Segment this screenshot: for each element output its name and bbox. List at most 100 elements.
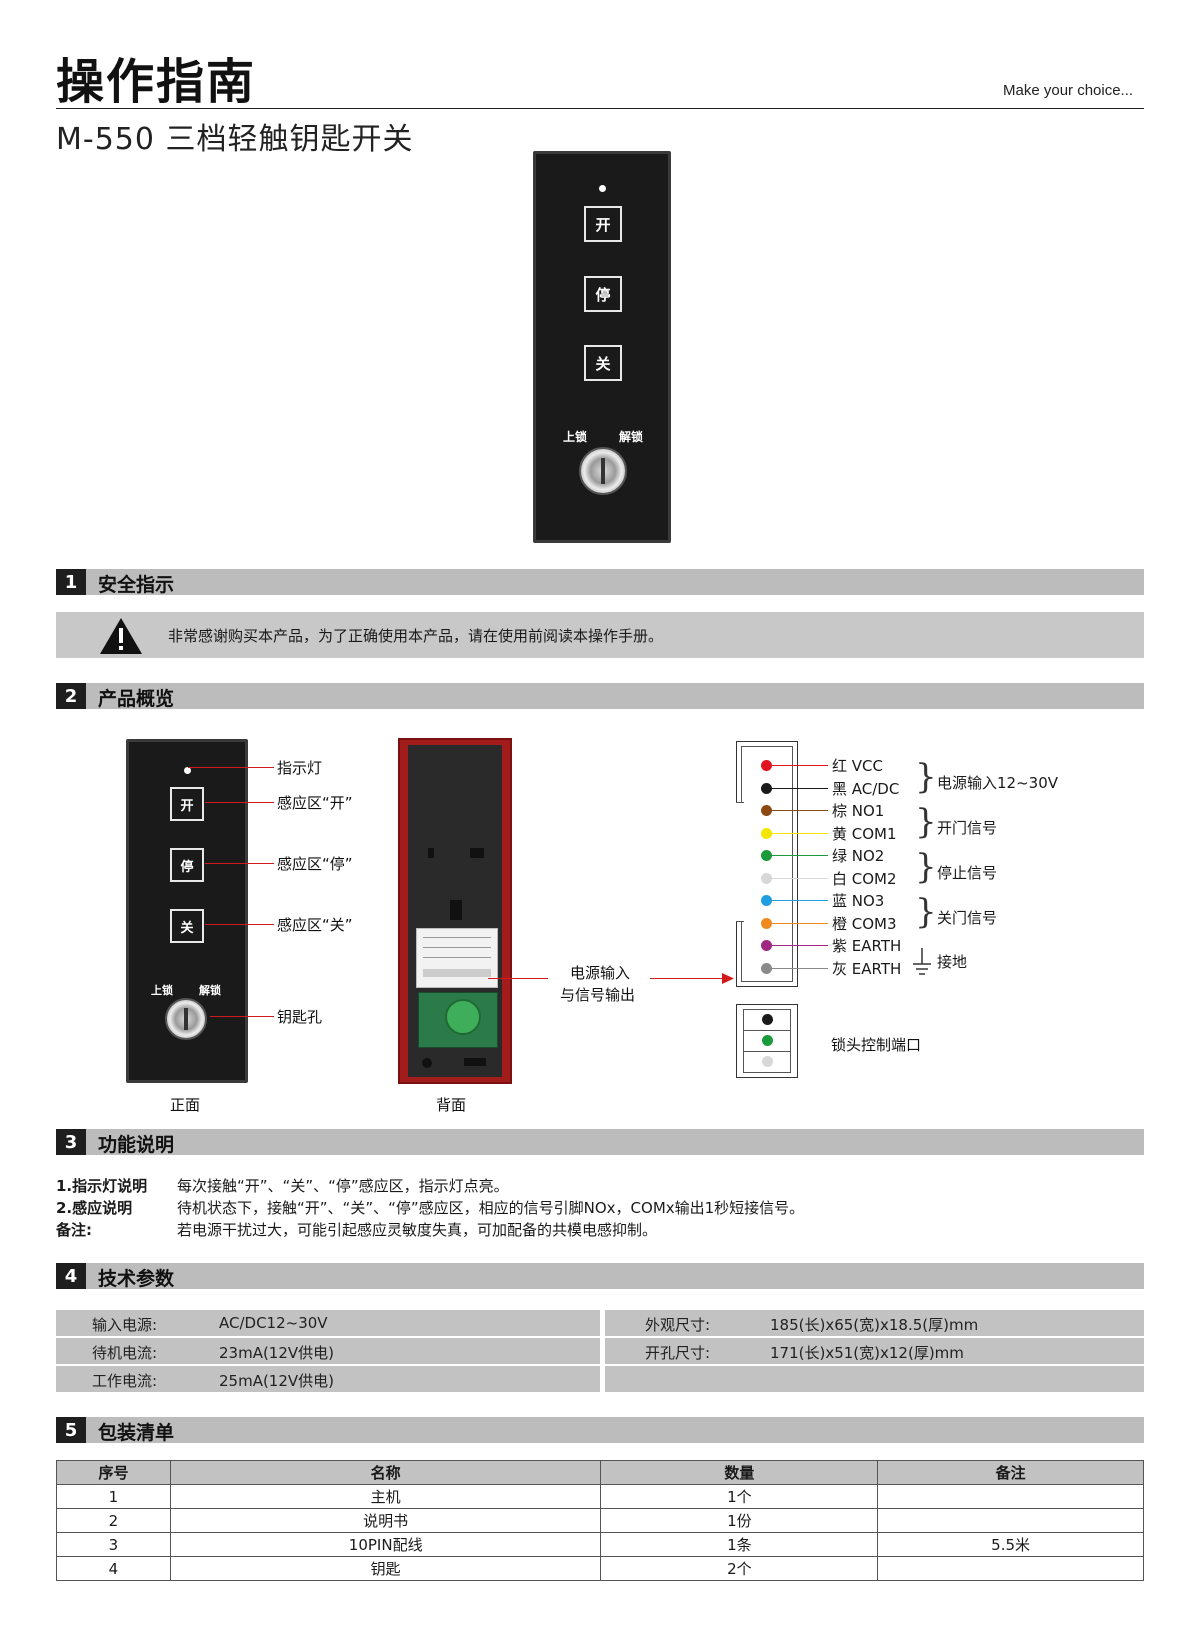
group-power: 电源输入12~30V <box>937 774 1059 792</box>
wire-pin-dot <box>761 895 772 906</box>
spec-row: 待机电流: 23mA(12V供电) 开孔尺寸: 171(长)x51(宽)x12(… <box>56 1338 1144 1364</box>
mount-slot <box>450 900 462 920</box>
table-cell: 1 <box>56 1484 171 1509</box>
brace-power: } <box>915 757 937 797</box>
lock-pin-3 <box>762 1056 773 1067</box>
wire-pin-dot <box>761 963 772 974</box>
function-value-3: 若电源干扰过大，可能引起感应灵敏度失真，可加配备的共模电感抑制。 <box>177 1221 658 1239</box>
indicator-light <box>599 185 606 192</box>
touch-zone-stop-label: 停 <box>180 859 194 875</box>
touch-zone-stop: 停 <box>584 276 622 312</box>
table-cell <box>877 1556 1144 1581</box>
brace-open: } <box>915 802 937 842</box>
callout-line <box>205 924 274 925</box>
callout-line <box>188 767 274 768</box>
touch-zone-open-label: 开 <box>595 215 611 234</box>
table-cell: 主机 <box>169 1484 602 1509</box>
wire-line <box>772 945 828 946</box>
wire-line <box>772 788 828 789</box>
spec-row: 工作电流: 25mA(12V供电) <box>56 1366 1144 1392</box>
safety-notice: 非常感谢购买本产品，为了正确使用本产品，请在使用前阅读本操作手册。 <box>56 612 1144 658</box>
group-stop: 停止信号 <box>937 864 998 882</box>
group-close: 关门信号 <box>937 909 998 927</box>
safety-text: 非常感谢购买本产品，为了正确使用本产品，请在使用前阅读本操作手册。 <box>168 627 664 645</box>
unlock-label: 解锁 <box>199 984 221 997</box>
section-title: 包装清单 <box>98 1422 175 1444</box>
table-cell: 3 <box>56 1532 171 1557</box>
column-header: 数量 <box>600 1460 879 1485</box>
unlock-label: 解锁 <box>619 430 644 444</box>
section-header-specs: 4 技术参数 <box>56 1263 1144 1290</box>
column-header: 序号 <box>56 1460 171 1485</box>
keyhole-icon <box>165 998 207 1040</box>
mount-slot <box>464 1058 486 1066</box>
front-panel-image: 开 停 关 上锁 解锁 <box>126 739 248 1083</box>
tagline: Make your choice... <box>1003 82 1134 99</box>
spec-value: 23mA(12V供电) <box>219 1344 335 1362</box>
mount-hole <box>422 1058 432 1068</box>
wire-label: 白 COM2 <box>832 870 897 888</box>
table-row: 1 主机 1个 <box>56 1484 1144 1509</box>
table-cell: 1份 <box>600 1508 879 1533</box>
wire-pin-dot <box>761 783 772 794</box>
wire-label: 橙 COM3 <box>832 915 897 933</box>
wire-label: 棕 NO1 <box>832 802 885 820</box>
table-cell: 2个 <box>600 1556 879 1581</box>
wire-line <box>772 968 828 969</box>
spec-label: 外观尺寸: <box>645 1316 711 1334</box>
section-header-packing: 5 包装清单 <box>56 1417 1144 1444</box>
function-key-1: 1.指示灯说明 <box>56 1177 148 1195</box>
section-header-functions: 3 功能说明 <box>56 1129 1144 1156</box>
wire-line <box>772 765 828 766</box>
spec-value: 171(长)x51(宽)x12(厚)mm <box>770 1344 964 1362</box>
table-row: 2 说明书 1份 <box>56 1508 1144 1533</box>
table-cell: 1条 <box>600 1532 879 1557</box>
callout-indicator: 指示灯 <box>277 759 323 777</box>
wire-line <box>772 855 828 856</box>
table-header-row: 序号 名称 数量 备注 <box>56 1460 1144 1485</box>
spec-label: 输入电源: <box>92 1316 158 1334</box>
warning-icon <box>100 618 142 654</box>
arrow-right-icon <box>722 973 734 984</box>
touch-zone-stop: 停 <box>170 848 204 882</box>
touch-zone-close: 关 <box>170 909 204 943</box>
function-key-3: 备注: <box>56 1221 92 1239</box>
spec-value: 25mA(12V供电) <box>219 1372 335 1390</box>
indicator-light <box>184 767 191 774</box>
back-panel-image <box>398 738 512 1084</box>
wire-line <box>772 833 828 834</box>
table-cell: 10PIN配线 <box>169 1532 602 1557</box>
column-header: 名称 <box>169 1460 602 1485</box>
function-key-2: 2.感应说明 <box>56 1199 133 1217</box>
spec-label: 待机电流: <box>92 1344 158 1362</box>
spec-value: 185(长)x65(宽)x18.5(厚)mm <box>770 1316 979 1334</box>
wire-line <box>772 878 828 879</box>
section-title: 功能说明 <box>98 1134 175 1156</box>
product-subtitle: M-550 三档轻触钥匙开关 <box>56 122 414 157</box>
section-title: 安全指示 <box>98 574 175 596</box>
spec-label: 工作电流: <box>92 1372 158 1390</box>
table-cell: 2 <box>56 1508 171 1533</box>
wire-label: 黑 AC/DC <box>832 780 900 798</box>
io-label-1: 电源输入 <box>570 964 631 982</box>
lock-label: 上锁 <box>563 430 588 444</box>
callout-line <box>205 863 274 864</box>
lock-pin-1 <box>762 1014 773 1025</box>
brace-stop: } <box>915 847 937 887</box>
brace-close: } <box>915 892 937 932</box>
wire-pin-dot <box>761 760 772 771</box>
table-cell <box>877 1484 1144 1509</box>
callout-line <box>205 802 274 803</box>
mount-slot <box>470 848 484 858</box>
wire-line <box>772 900 828 901</box>
header-divider <box>56 108 1144 109</box>
section-number: 3 <box>56 1129 86 1155</box>
wire-pin-dot <box>761 828 772 839</box>
callout-arrow-line <box>650 978 726 979</box>
spec-sticker <box>416 928 498 988</box>
io-label-2: 与信号输出 <box>560 986 636 1004</box>
table-row: 4 钥匙 2个 <box>56 1556 1144 1581</box>
callout-zone-close: 感应区“关” <box>277 916 353 934</box>
spec-value: AC/DC12~30V <box>219 1314 328 1332</box>
wire-pin-dot <box>761 940 772 951</box>
